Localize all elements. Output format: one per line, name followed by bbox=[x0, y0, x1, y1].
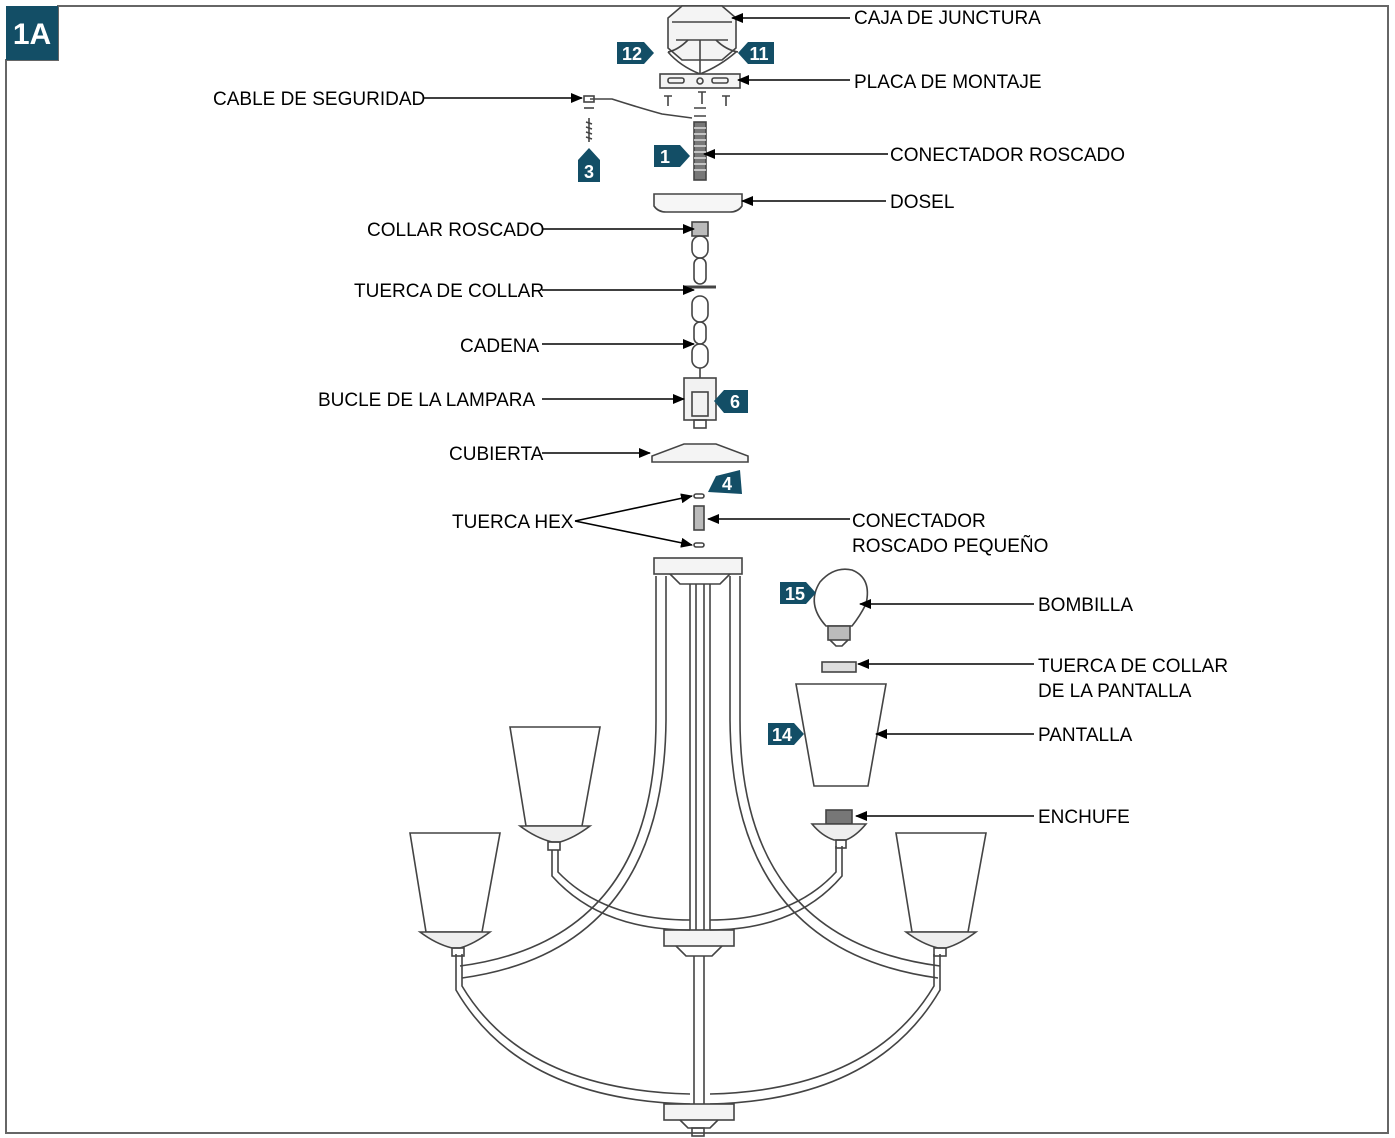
label-cadena: CADENA bbox=[460, 336, 540, 357]
label-tuerca-collar: TUERCA DE COLLAR bbox=[354, 281, 544, 302]
label-conector-peq-2: ROSCADO PEQUEÑO bbox=[852, 535, 1048, 557]
label-enchufe: ENCHUFE bbox=[1038, 807, 1130, 828]
svg-text:1: 1 bbox=[660, 147, 670, 167]
chandelier-body bbox=[455, 557, 941, 1137]
figure-label-text: 1A bbox=[13, 18, 51, 51]
parts bbox=[409, 5, 987, 1137]
part-tag-1: 1 bbox=[654, 145, 690, 167]
light-bulb bbox=[813, 568, 869, 647]
socket bbox=[810, 809, 868, 849]
shade-exploded bbox=[795, 683, 887, 787]
part-tag-11: 11 bbox=[738, 42, 774, 64]
svg-text:11: 11 bbox=[749, 44, 768, 64]
svg-text:3: 3 bbox=[584, 162, 594, 182]
label-tuerca-pantalla-1: TUERCA DE COLLAR bbox=[1038, 656, 1228, 677]
part-tag-12: 12 bbox=[617, 42, 654, 64]
threaded-pipe bbox=[693, 107, 707, 181]
svg-text:4: 4 bbox=[722, 474, 732, 494]
screw-3 bbox=[584, 107, 594, 142]
part-tag-15: 15 bbox=[780, 582, 816, 604]
safety-cable bbox=[590, 98, 693, 119]
label-tuerca-hex: TUERCA HEX bbox=[452, 512, 574, 533]
figure-label: 1A bbox=[6, 6, 58, 60]
label-bucle: BUCLE DE LA LAMPARA bbox=[318, 390, 536, 411]
hex-nut-top bbox=[693, 493, 705, 499]
label-dosel: DOSEL bbox=[890, 192, 954, 213]
label-caja: CAJA DE JUNCTURA bbox=[854, 8, 1041, 29]
part-tag-4: 4 bbox=[708, 470, 742, 494]
shade-lower-left bbox=[409, 832, 501, 957]
shade-upper-left bbox=[509, 726, 601, 851]
label-conector-peq-1: CONECTADOR bbox=[852, 511, 986, 532]
label-collar: COLLAR ROSCADO bbox=[367, 220, 544, 241]
canopy bbox=[653, 193, 743, 213]
label-tuerca-pantalla-2: DE LA PANTALLA bbox=[1038, 681, 1192, 702]
label-placa: PLACA DE MONTAJE bbox=[854, 72, 1042, 93]
part-tag-14: 14 bbox=[768, 723, 804, 745]
fixture-loop bbox=[683, 377, 717, 429]
junction-box bbox=[667, 5, 739, 80]
part-tag-3: 3 bbox=[578, 148, 600, 182]
chain bbox=[684, 235, 716, 378]
hex-nut-bottom bbox=[693, 542, 705, 548]
label-cable: CABLE DE SEGURIDAD bbox=[213, 89, 425, 110]
label-bombilla: BOMBILLA bbox=[1038, 595, 1133, 616]
callout-lines bbox=[424, 13, 1034, 821]
label-cubierta: CUBIERTA bbox=[449, 444, 544, 465]
shade-collar-nut bbox=[821, 661, 857, 673]
label-conector: CONECTADOR ROSCADO bbox=[890, 145, 1125, 166]
part-tags: 12 11 3 1 6 4 15 bbox=[578, 42, 816, 745]
svg-text:14: 14 bbox=[772, 725, 792, 745]
svg-text:15: 15 bbox=[785, 584, 805, 604]
svg-text:12: 12 bbox=[622, 44, 642, 64]
label-pantalla: PANTALLA bbox=[1038, 725, 1133, 746]
svg-text:6: 6 bbox=[730, 392, 740, 412]
labels: CAJA DE JUNCTURA PLACA DE MONTAJE CABLE … bbox=[213, 8, 1228, 828]
shade-lower-right bbox=[895, 832, 987, 957]
mounting-plate bbox=[659, 73, 741, 89]
threaded-collar bbox=[691, 221, 709, 237]
part-tag-6: 6 bbox=[714, 390, 748, 413]
cover bbox=[651, 443, 749, 463]
small-nipple bbox=[693, 505, 705, 531]
